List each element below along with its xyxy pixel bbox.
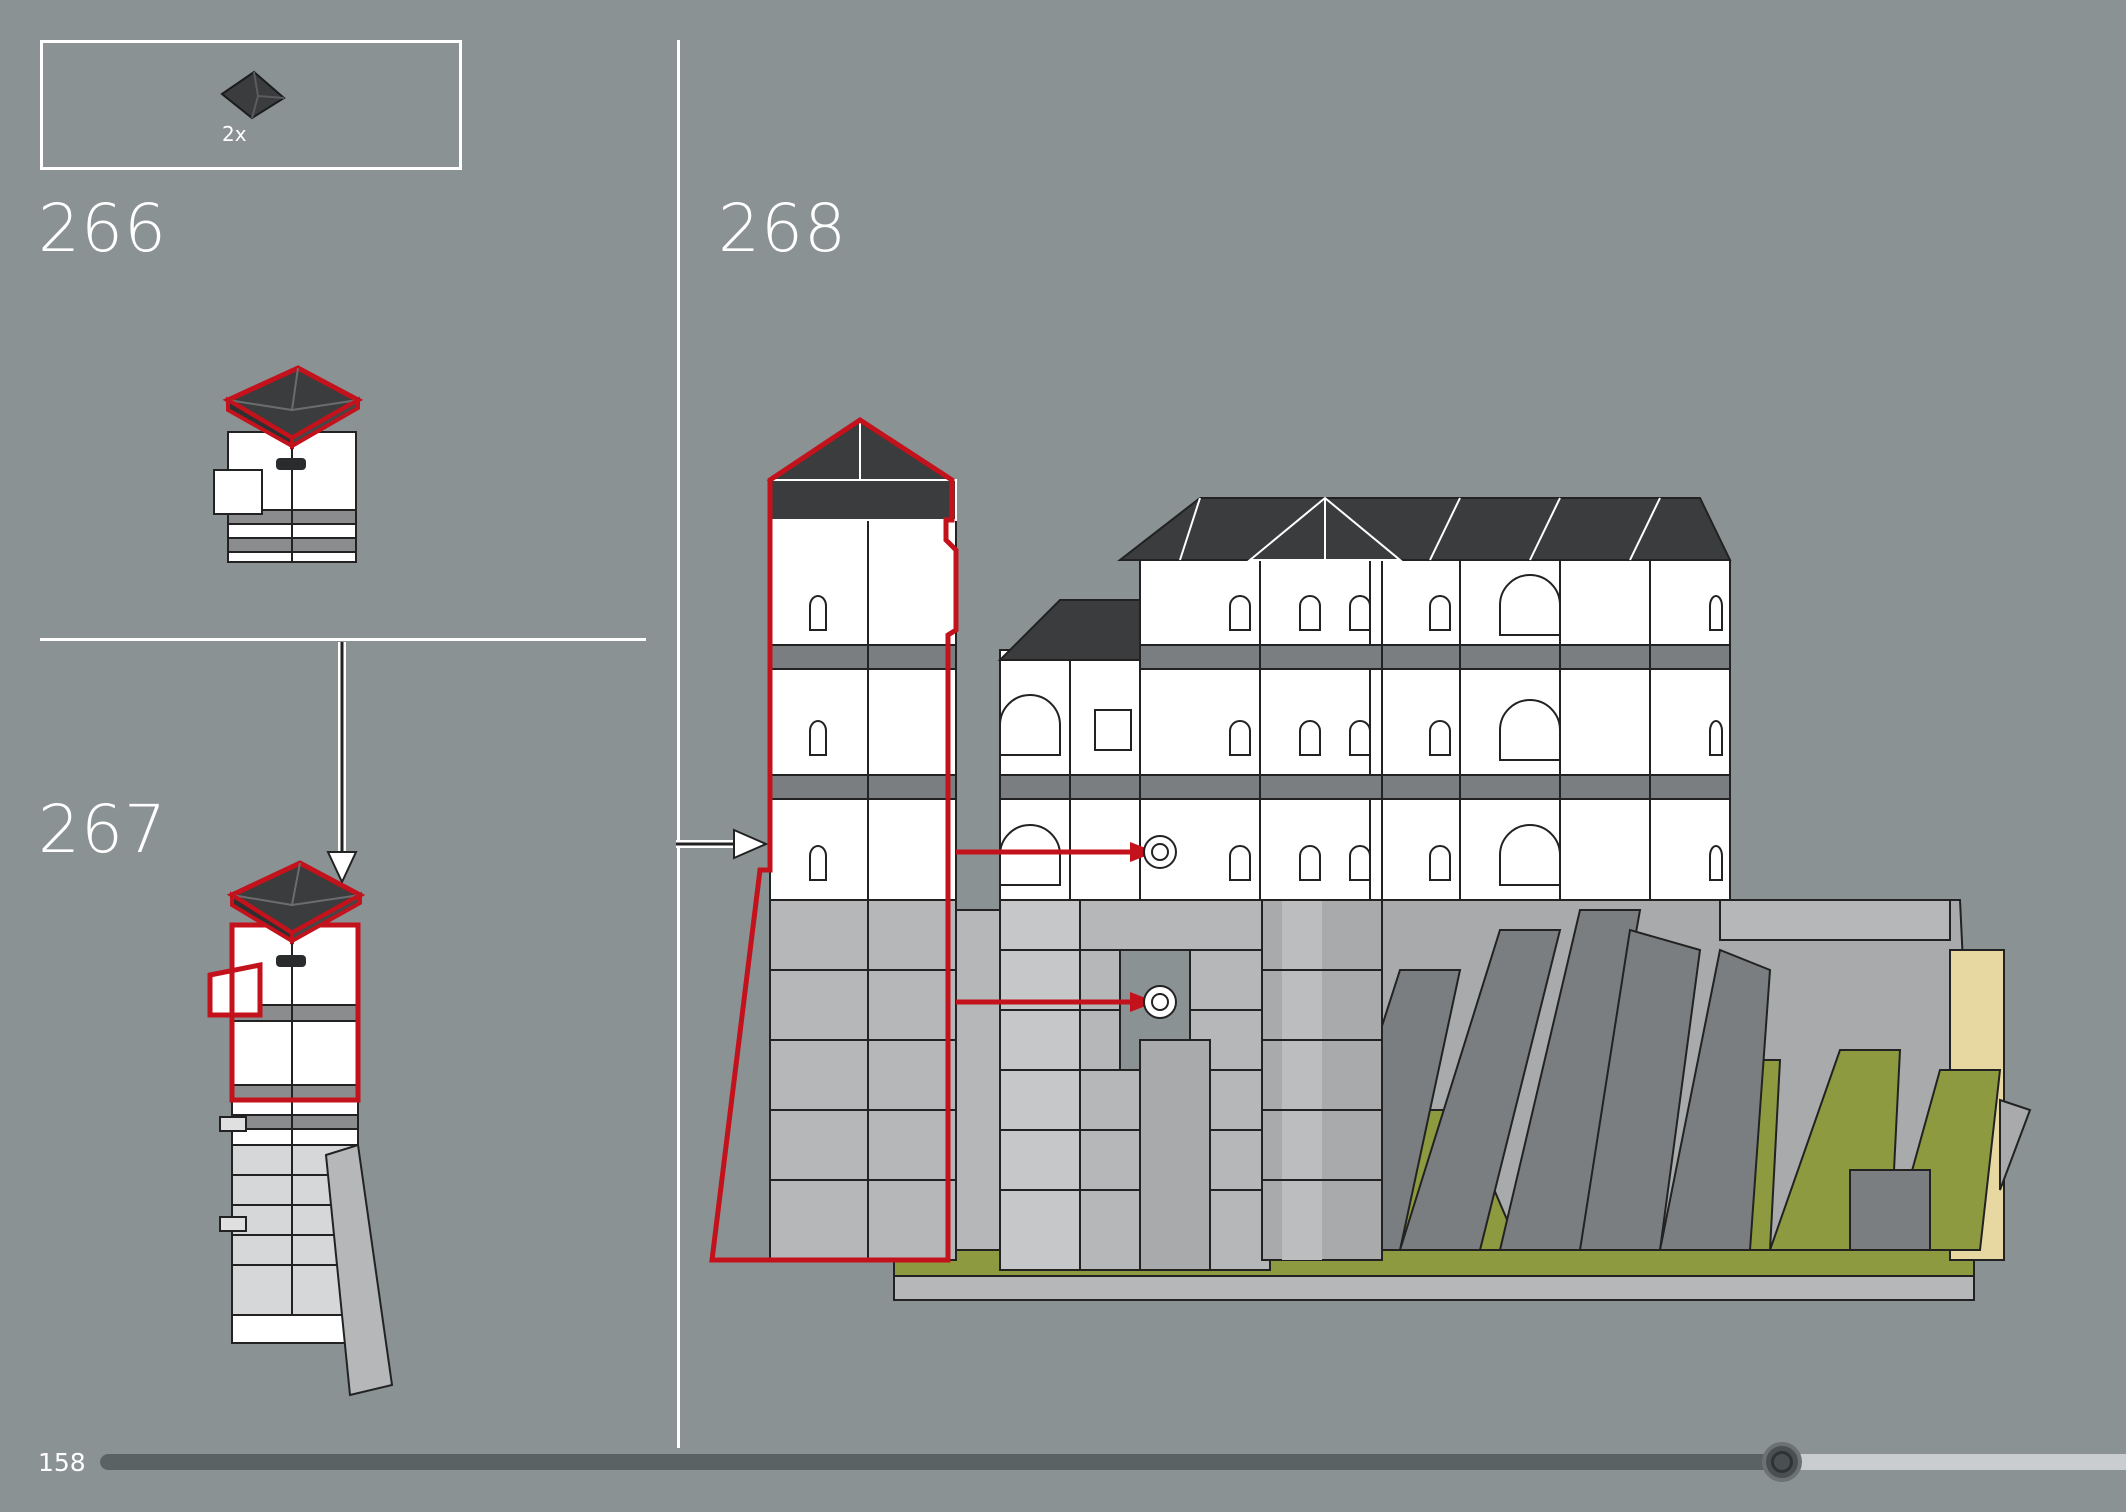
step-268-attach-arrow: [676, 828, 769, 860]
part-quantity: 2x: [222, 122, 247, 146]
step-number-266: 266: [38, 190, 167, 267]
step-267-down-arrow: [326, 642, 358, 885]
roof-slope-part-icon: [220, 70, 286, 120]
parts-callout-box: [40, 40, 462, 170]
page-number: 158: [38, 1448, 86, 1477]
step-267-tower-illustration: [207, 860, 394, 1397]
step-266-tower-top-illustration: [213, 365, 364, 563]
step-divider-horizontal: [40, 638, 646, 641]
progress-track[interactable]: [100, 1454, 2126, 1470]
step-divider-vertical: [677, 40, 680, 1448]
progress-knob[interactable]: [1762, 1442, 1802, 1482]
step-268-main-building-illustration: [709, 417, 2032, 1301]
progress-fill: [100, 1454, 1782, 1470]
step-number-268: 268: [718, 190, 847, 267]
step-number-267: 267: [38, 791, 167, 868]
